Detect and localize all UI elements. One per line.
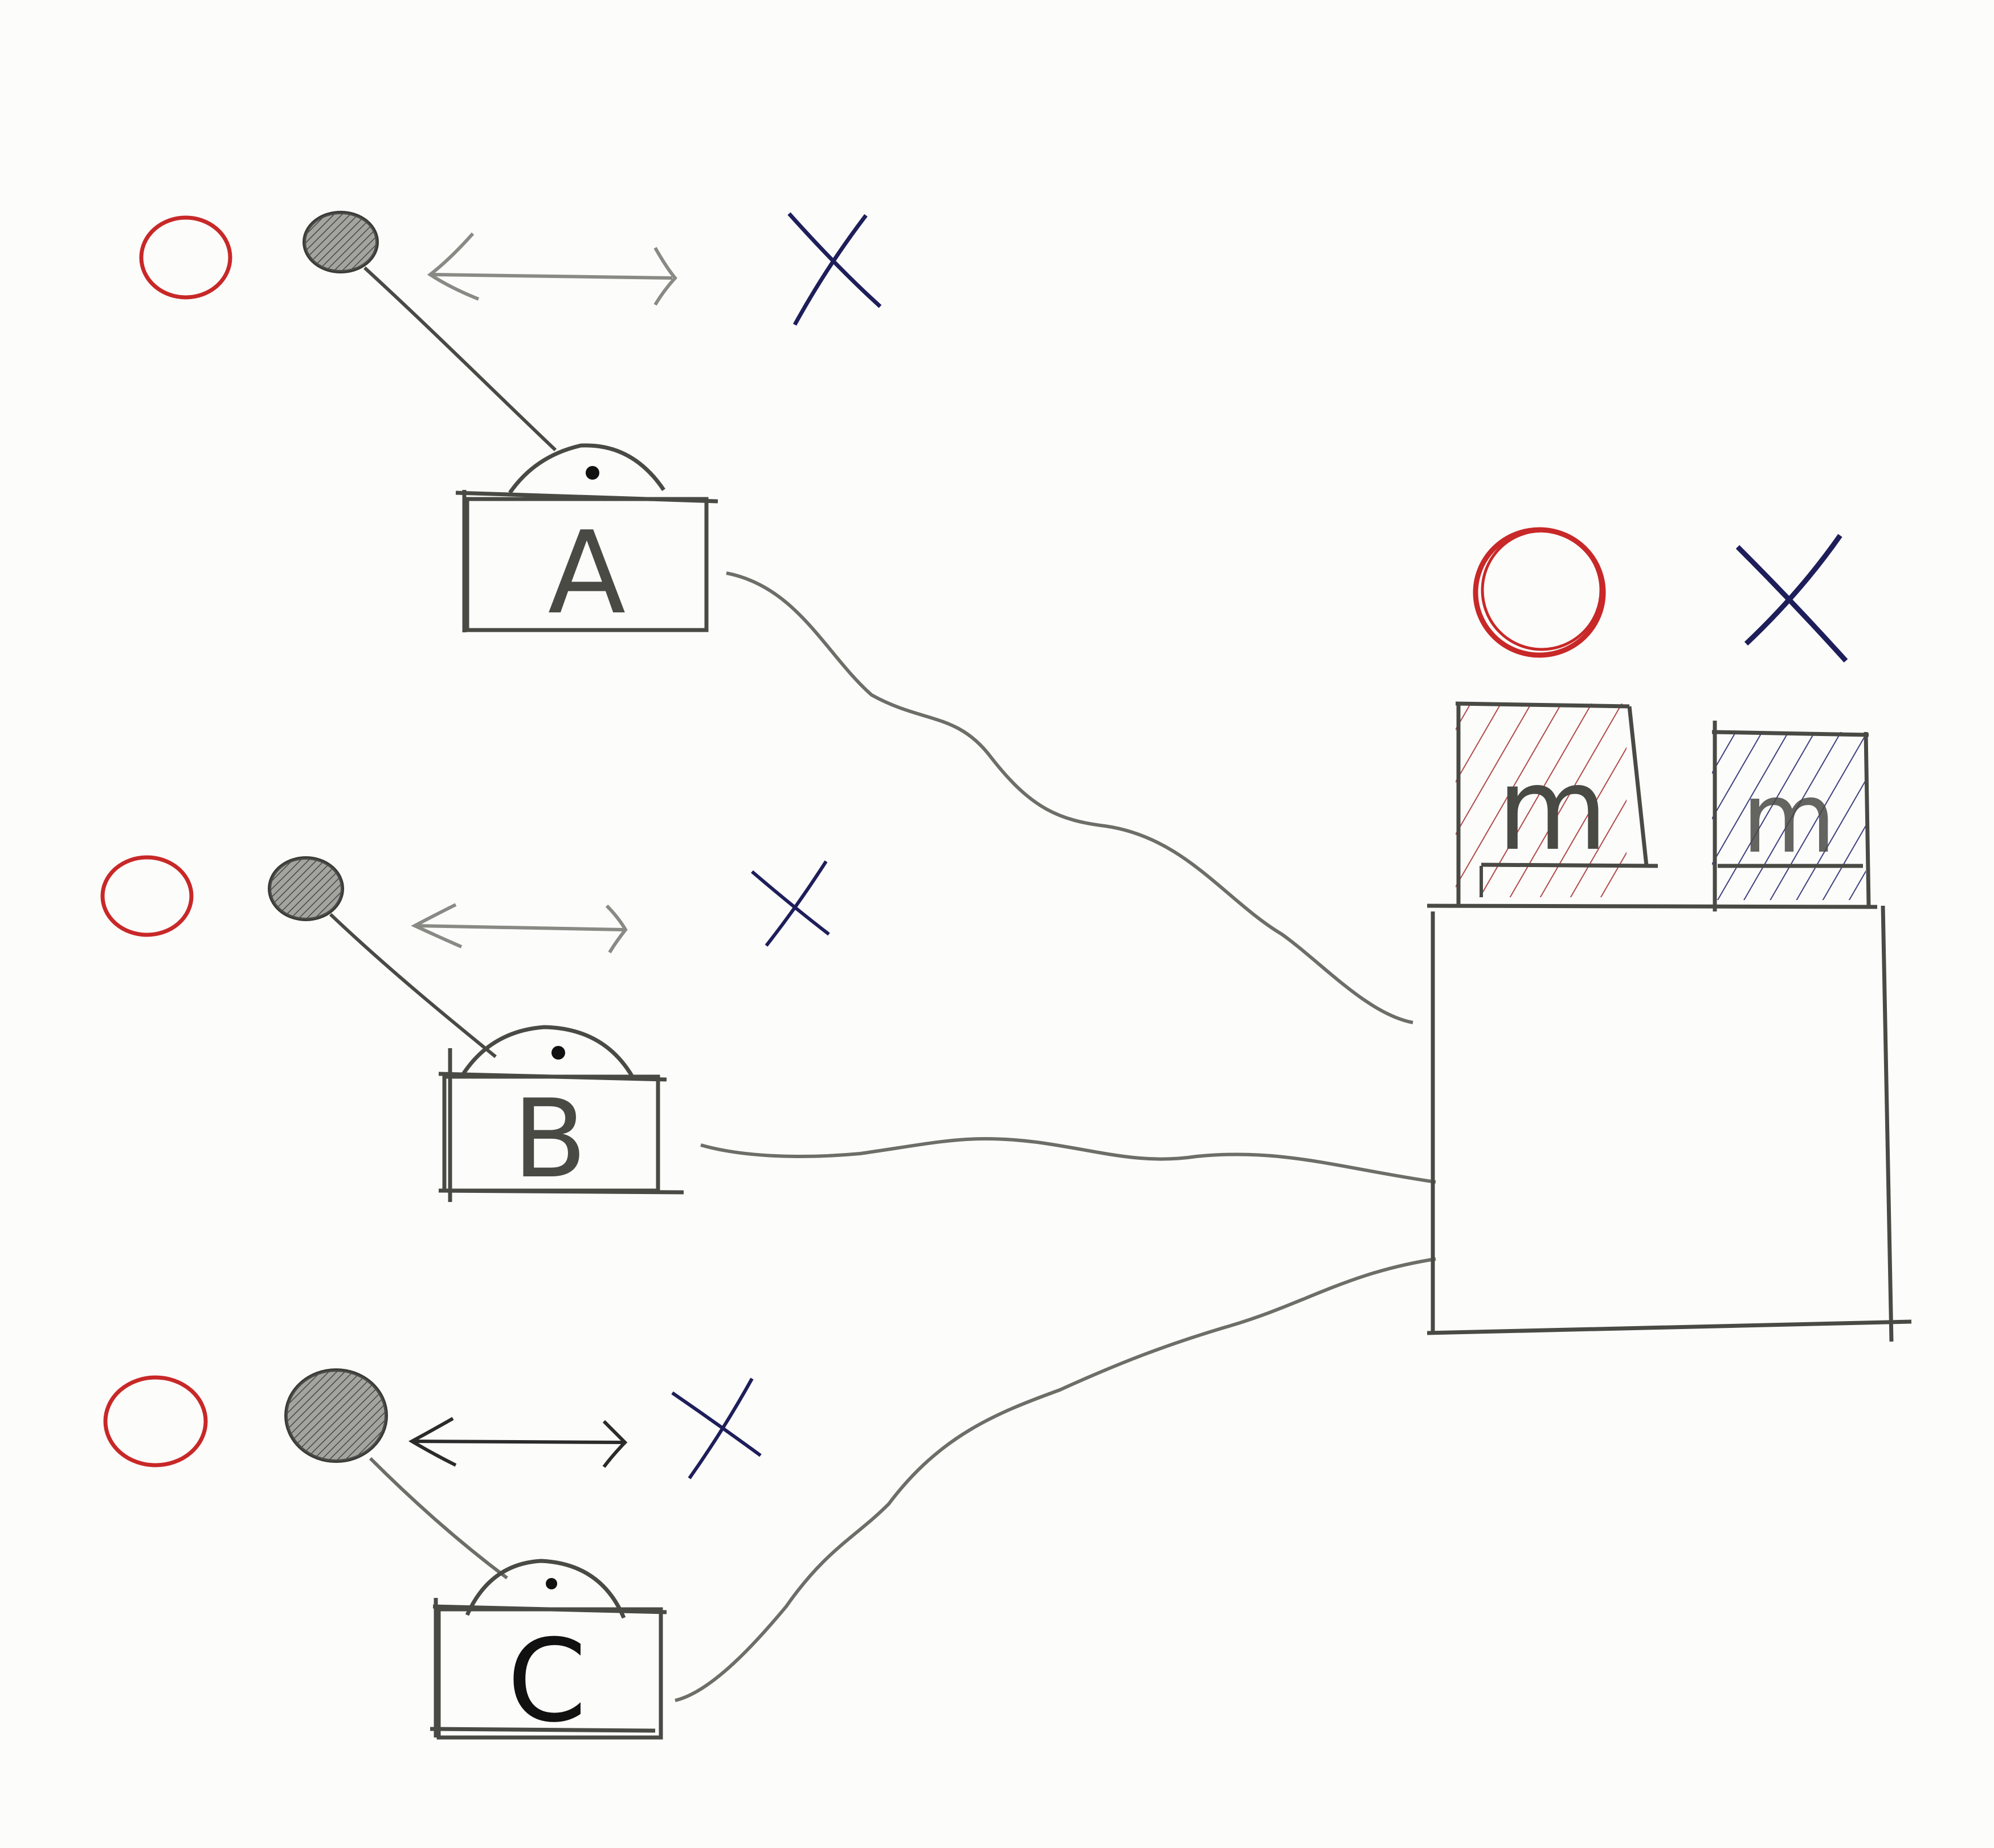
cross-x-icon — [671, 1377, 762, 1479]
result-board: O X m m — [1427, 527, 1912, 1342]
wire-b — [700, 1136, 1436, 1184]
choice-o-b: O — [100, 855, 194, 937]
wire-group — [675, 571, 1436, 1702]
console-label-b: B — [513, 1076, 587, 1202]
circle-o-icon — [103, 1375, 208, 1467]
board-o-label: O — [1538, 603, 1539, 604]
console-indicator-dot — [546, 1578, 557, 1589]
choice-x-a: X — [787, 212, 882, 326]
double-arrow-icon — [411, 903, 628, 954]
x-count-panel: m — [1711, 721, 1871, 911]
console-indicator-dot — [551, 1046, 565, 1060]
console-indicator-dot — [586, 466, 599, 480]
console-box-c — [430, 1559, 667, 1740]
o-count-panel: m — [1455, 701, 1658, 906]
board-symbol-x: X — [1735, 534, 1848, 663]
lever-c[interactable] — [284, 1368, 508, 1580]
console-label-a: A — [548, 507, 626, 640]
choice-o-c: O — [103, 1375, 208, 1467]
lever-a[interactable] — [303, 211, 557, 452]
double-arrow-icon — [427, 232, 677, 306]
board-base-box — [1427, 903, 1912, 1342]
choice-x-c: X — [671, 1377, 762, 1479]
console-box-b — [438, 1025, 684, 1202]
cross-x-icon — [751, 860, 830, 947]
double-arrow-icon — [408, 1417, 628, 1468]
choice-x-b: X — [751, 860, 830, 947]
circle-o-icon — [139, 215, 232, 300]
lever-stick — [369, 1457, 508, 1580]
lever-stick — [329, 913, 497, 1058]
cross-x-icon — [787, 212, 882, 326]
board-symbol-o: O — [1473, 527, 1606, 658]
console-group-c: O X C — [103, 1368, 762, 1748]
cross-x-icon — [1735, 534, 1848, 663]
x-panel-mark: m — [1742, 762, 1836, 875]
choice-o-a: O — [139, 215, 232, 300]
console-group-a: O X A — [139, 211, 882, 640]
console-label-c: C — [507, 1615, 587, 1748]
wire-c — [675, 1257, 1436, 1702]
wire-a — [726, 571, 1413, 1024]
console-box-a — [455, 443, 718, 632]
o-panel-mark: m — [1497, 743, 1608, 876]
lever-stick — [363, 266, 557, 452]
console-group-b: O X B — [100, 855, 830, 1202]
lever-b[interactable] — [268, 856, 497, 1058]
choice-o-label: O — [147, 905, 148, 906]
circle-o-icon — [100, 855, 194, 937]
